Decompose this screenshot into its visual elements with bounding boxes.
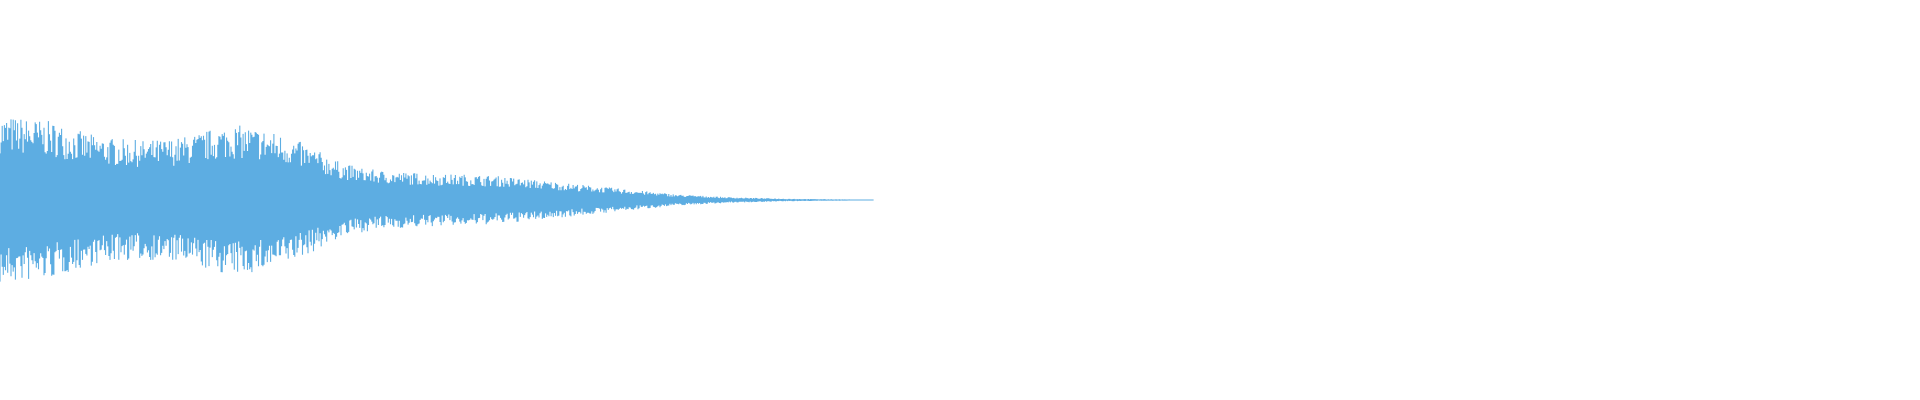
waveform-samples (0, 119, 874, 282)
